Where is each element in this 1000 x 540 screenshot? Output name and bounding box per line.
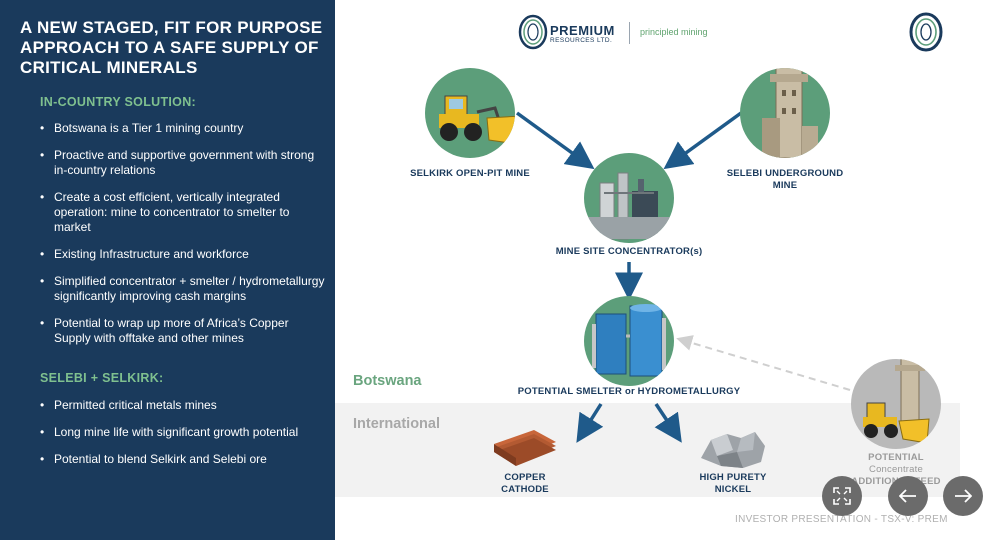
bullet-item: Existing Infrastructure and workforce bbox=[40, 247, 325, 262]
label-concentrator: MINE SITE CONCENTRATOR(s) bbox=[555, 246, 703, 257]
smelter-node bbox=[584, 296, 674, 386]
selebi-mine-node bbox=[740, 68, 830, 158]
mine-and-loader-icon bbox=[863, 359, 930, 444]
fullscreen-icon bbox=[833, 487, 851, 505]
section-heading-in-country: IN-COUNTRY SOLUTION: bbox=[40, 95, 196, 109]
in-country-bullet-list: Botswana is a Tier 1 mining country Proa… bbox=[40, 121, 325, 358]
label-nickel-line2: NICKEL bbox=[714, 484, 752, 495]
corner-logo-icon bbox=[909, 12, 943, 52]
footer-text: INVESTOR PRESENTATION - TSX-V: PREM bbox=[735, 514, 948, 525]
selebi-selkirk-bullet-list: Permitted critical metals mines Long min… bbox=[40, 398, 325, 479]
selkirk-mine-node bbox=[425, 68, 515, 158]
left-panel: A NEW STAGED, FIT FOR PURPOSE APPROACH T… bbox=[0, 0, 335, 540]
arrow-right-icon bbox=[955, 489, 972, 503]
arrow-selebi-to-concentrator bbox=[663, 111, 743, 170]
bullet-item: Long mine life with significant growth p… bbox=[40, 425, 325, 440]
bullet-item: Permitted critical metals mines bbox=[40, 398, 325, 413]
label-nickel-line1: HIGH PURETY bbox=[699, 472, 767, 483]
next-slide-button[interactable] bbox=[943, 476, 983, 516]
copper-cathode-icon bbox=[494, 430, 556, 466]
label-smelter: POTENTIAL SMELTER or HYDROMETALLURGY bbox=[517, 386, 741, 397]
label-additional-feed-line2: Concentrate bbox=[869, 464, 923, 475]
arrow-selkirk-to-concentrator bbox=[515, 111, 595, 170]
label-selebi-line2: MINE bbox=[772, 180, 798, 191]
slide-title: A NEW STAGED, FIT FOR PURPOSE APPROACH T… bbox=[20, 18, 323, 77]
label-nickel: HIGH PURETY NICKEL bbox=[683, 472, 783, 496]
bullet-item: Potential to blend Selkirk and Selebi or… bbox=[40, 452, 325, 467]
bullet-item: Simplified concentrator + smelter / hydr… bbox=[40, 274, 325, 304]
label-copper: COPPER CATHODE bbox=[485, 472, 565, 496]
label-copper-line2: CATHODE bbox=[501, 484, 549, 495]
previous-slide-button[interactable] bbox=[888, 476, 928, 516]
region-label-international: International bbox=[353, 416, 441, 432]
arrow-smelter-to-nickel bbox=[654, 403, 682, 443]
headframe-icon bbox=[762, 68, 818, 158]
hydrometallurgy-tank-icon bbox=[592, 304, 666, 377]
region-label-botswana: Botswana bbox=[353, 373, 422, 389]
tagline: principled mining bbox=[640, 27, 708, 37]
arrow-smelter-to-copper bbox=[576, 403, 604, 443]
bullet-item: Proactive and supportive government with… bbox=[40, 148, 325, 178]
label-selebi-line1: SELEBI UNDERGROUND bbox=[726, 168, 844, 179]
concentrator-node bbox=[584, 153, 674, 243]
arrow-additional-feed bbox=[676, 335, 851, 391]
section-heading-selebi-selkirk: SELEBI + SELKIRK: bbox=[40, 371, 164, 385]
logo-divider bbox=[629, 22, 630, 44]
plant-icon bbox=[588, 172, 674, 240]
label-selebi: SELEBI UNDERGROUND MINE bbox=[715, 168, 855, 192]
fullscreen-button[interactable] bbox=[822, 476, 862, 516]
additional-feed-node bbox=[851, 359, 941, 449]
label-additional-feed-line1: POTENTIAL bbox=[868, 452, 924, 463]
company-name: PREMIUM bbox=[550, 23, 615, 38]
premium-logo-icon bbox=[518, 14, 548, 50]
arrow-left-icon bbox=[899, 489, 916, 503]
label-copper-line1: COPPER bbox=[504, 472, 546, 483]
loader-icon bbox=[439, 95, 515, 145]
bullet-item: Create a cost efficient, vertically inte… bbox=[40, 190, 325, 235]
company-subtitle: RESOURCES LTD. bbox=[550, 37, 613, 44]
nickel-icon bbox=[701, 432, 765, 468]
bullet-item: Botswana is a Tier 1 mining country bbox=[40, 121, 325, 136]
bullet-item: Potential to wrap up more of Africa’s Co… bbox=[40, 316, 325, 346]
label-selkirk: SELKIRK OPEN-PIT MINE bbox=[410, 168, 530, 179]
